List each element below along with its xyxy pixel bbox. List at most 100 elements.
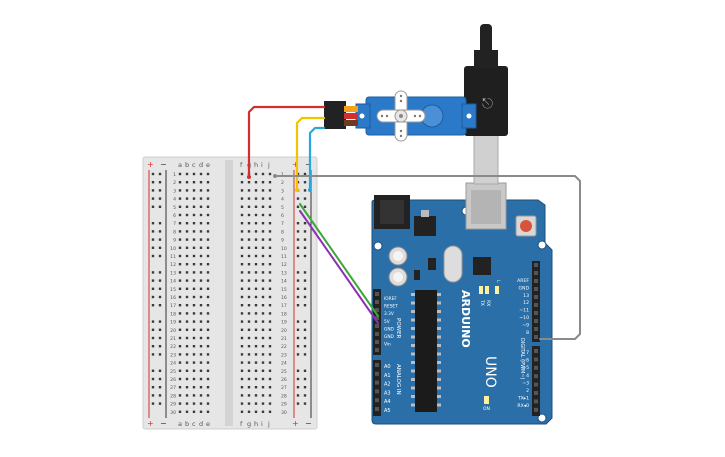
header-socket[interactable] [534,319,538,323]
breadboard-hole [192,213,196,217]
header-socket[interactable] [534,382,538,387]
breadboard-hole [178,287,182,290]
on-led-label: ON [483,406,490,412]
header-socket[interactable] [375,363,379,367]
breadboard-hole [199,353,203,356]
usb-b-port-inner [471,190,501,224]
wire-yellow-servo-signal[interactable] [295,116,326,192]
breadboard-row-label: 27 [170,385,176,391]
breadboard-hole [206,336,210,340]
breadboard-hole [240,238,244,241]
header-socket[interactable] [375,407,379,411]
breadboard-hole [261,328,265,331]
breadboard-center-channel [225,160,233,426]
breadboard-hole [178,254,182,258]
breadboard-hole [240,336,244,340]
breadboard-row-label: 1 [173,172,176,178]
breadboard-hole [199,230,203,233]
header-socket[interactable] [534,327,538,331]
breadboard-rail-hole [296,205,300,208]
breadboard-rail-hole [151,230,155,233]
servo-horn-hole [380,114,384,118]
header-socket[interactable] [375,389,379,394]
breadboard-hole [247,402,251,405]
breadboard-rail-hole [151,353,155,356]
breadboard-hole [261,230,265,233]
wire-gray-pin9-signal[interactable] [274,175,581,340]
breadboard-hole [240,328,244,331]
breadboard-rail-hole [151,271,155,274]
header-socket[interactable] [375,316,379,320]
breadboard-row-label: 4 [173,197,176,203]
header-socket[interactable] [534,399,538,404]
breadboard-hole [206,386,210,389]
breadboard-hole [178,189,182,192]
breadboard-hole [247,394,251,397]
header-socket[interactable] [534,357,538,362]
breadboard-hole [268,263,272,266]
wire-green-5v[interactable] [299,203,379,317]
pin-label-analog: A0 [384,364,391,370]
header-socket[interactable] [534,263,538,267]
breadboard-row-label: 15 [170,287,176,293]
header-socket[interactable] [375,308,379,312]
wire-purple-gnd[interactable] [299,210,379,324]
breadboard-hole [247,353,251,356]
header-socket[interactable] [375,340,379,344]
breadboard-hole [247,295,251,299]
header-socket[interactable] [534,407,538,412]
breadboard-hole [247,197,251,200]
breadboard-hole [178,410,182,413]
breadboard-hole [199,222,203,225]
breadboard-hole [178,377,182,381]
breadboard-hole [240,361,244,364]
header-socket[interactable] [534,374,538,379]
breadboard-hole [192,320,196,323]
breadboard-rail-hole [158,181,162,184]
header-socket[interactable] [534,295,538,299]
breadboard-hole [206,213,210,217]
breadboard-hole [268,254,272,258]
header-socket[interactable] [375,398,379,403]
breadboard-row-label: 20 [281,328,287,334]
usb-interface-chip [473,257,491,275]
header-socket[interactable] [375,332,379,336]
header-socket[interactable] [534,349,538,353]
breadboard-hole [247,377,251,381]
header-socket[interactable] [534,311,538,315]
header-socket[interactable] [375,324,379,328]
ic-pin [411,403,415,407]
header-socket[interactable] [375,300,379,304]
pin-label-digital: 13 [523,293,529,299]
breadboard-hole [240,287,244,290]
breadboard-row-label: 17 [281,303,287,309]
breadboard-hole [254,189,258,192]
wire-blue-servo-ground[interactable] [308,126,326,192]
header-socket[interactable] [375,371,379,376]
breadboard-rail-hole [303,287,307,290]
header-socket[interactable] [375,380,379,385]
breadboard-hole [178,230,182,233]
header-socket[interactable] [534,303,538,307]
header-socket[interactable] [534,365,538,370]
l-led [495,286,499,294]
breadboard-hole [240,295,244,299]
header-socket[interactable] [534,391,538,395]
breadboard-row-label: 12 [170,262,176,268]
header-socket[interactable] [375,292,379,296]
header-socket[interactable] [534,279,538,283]
breadboard-hole [185,238,189,241]
ic-pin [437,310,441,313]
header-socket[interactable] [375,348,379,352]
breadboard-row-label: 16 [281,295,287,301]
header-socket[interactable] [534,287,538,291]
servo-horn[interactable] [376,90,426,142]
wire-red-servo-power[interactable] [247,105,326,179]
reset-button[interactable] [520,220,532,232]
ic-pin [411,327,415,330]
ic-pin [437,395,441,398]
header-socket[interactable] [534,335,538,339]
breadboard-rail-hole [296,353,300,356]
breadboard-rail-hole [151,402,155,405]
header-socket[interactable] [534,271,538,275]
